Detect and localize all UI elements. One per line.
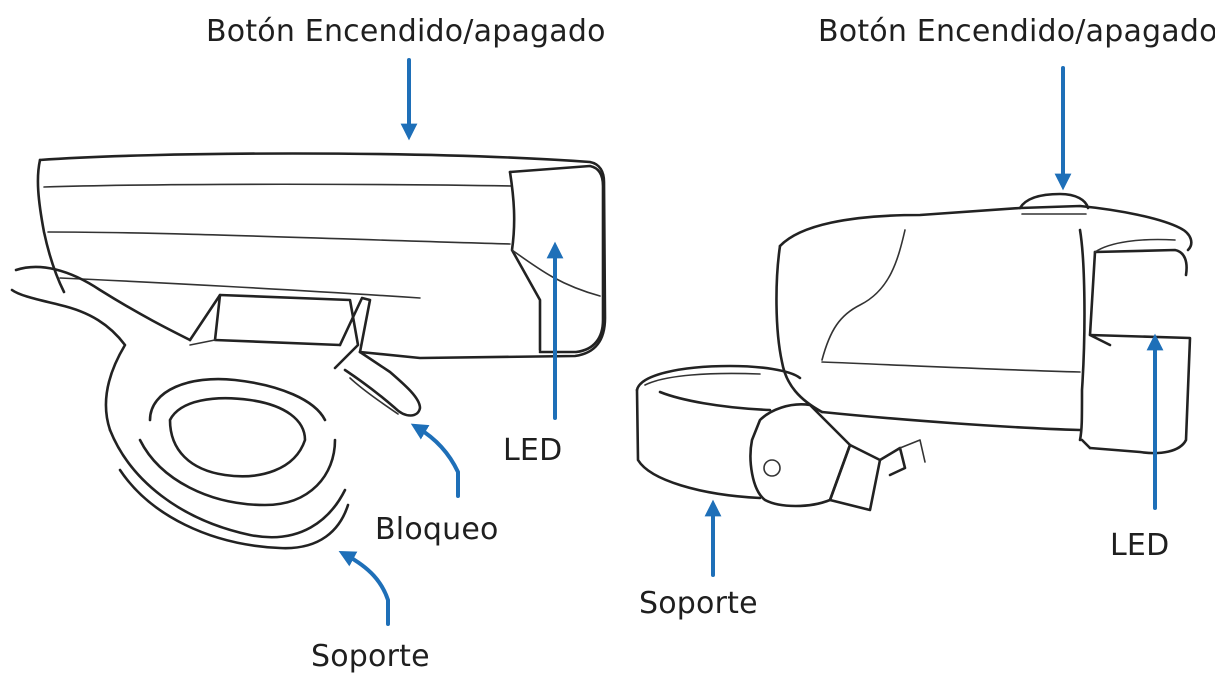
mount-label-left: Soporte bbox=[311, 639, 430, 674]
mount-label-right: Soporte bbox=[639, 586, 758, 621]
led-label-right: LED bbox=[1110, 528, 1170, 563]
power-button-label-left: Botón Encendido/apagado bbox=[206, 14, 606, 49]
arrow-lock bbox=[410, 423, 460, 498]
left-light-illustration bbox=[10, 152, 607, 550]
right-light-illustration bbox=[635, 192, 1193, 512]
lock-label: Bloqueo bbox=[375, 512, 499, 547]
arrow-mount-left bbox=[338, 550, 390, 626]
callout-arrows bbox=[338, 58, 1164, 626]
power-button-label-right: Botón Encendido/apagado bbox=[818, 14, 1215, 49]
led-label-left: LED bbox=[503, 433, 563, 468]
